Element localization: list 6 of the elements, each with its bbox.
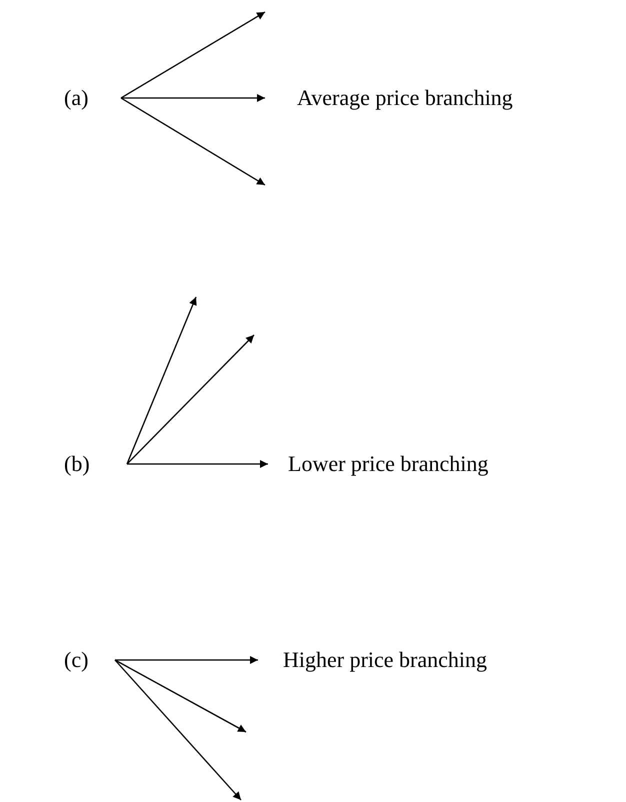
panel-label: (a) (64, 87, 88, 109)
panel-label: (c) (64, 649, 88, 671)
branching-label: Average price branching (297, 87, 513, 109)
panel-label: (b) (64, 453, 90, 475)
branching-label: Higher price branching (283, 649, 488, 671)
branching-label: Lower price branching (288, 453, 488, 475)
